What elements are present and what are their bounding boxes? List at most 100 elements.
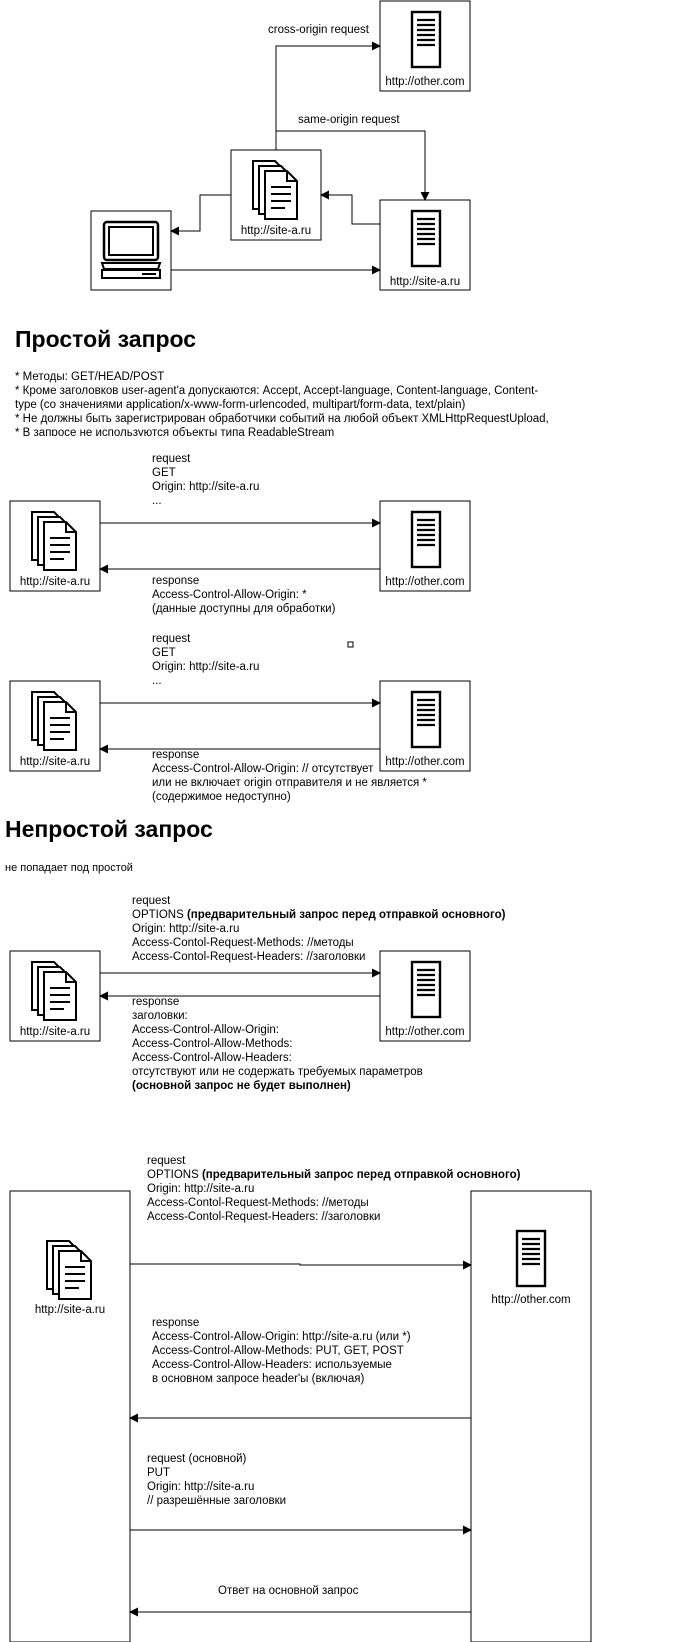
text-line: Access-Contol-Request-Methods: //методы	[147, 1197, 369, 1209]
server-icon	[410, 690, 442, 749]
text-line: Origin: http://site-a.ru	[132, 923, 240, 935]
documents-icon	[46, 1240, 92, 1300]
client-pc-box	[90, 210, 172, 291]
request-note: (предварительный запрос перед отправкой …	[186, 909, 506, 921]
text-line: Access-Control-Allow-Origin: // отсутств…	[152, 763, 374, 775]
nonsimple-title: Непростой запрос	[5, 816, 213, 842]
text-line: Origin: http://site-a.ru	[147, 1183, 255, 1195]
simple-example-1	[9, 500, 471, 592]
text-line: Access-Contol-Request-Methods: //методы	[132, 937, 354, 949]
text-line: Access-Control-Allow-Origin:	[132, 1024, 279, 1036]
text-line: заголовки:	[132, 1010, 188, 1022]
final-response-label: Ответ на основной запрос	[218, 1585, 359, 1597]
text-line: GET	[152, 467, 176, 479]
client-box	[9, 680, 101, 772]
nonsimple1-response-text: response заголовки: Access-Control-Allow…	[132, 995, 423, 1093]
text-line: response	[152, 575, 200, 587]
same-origin-label: same-origin request	[298, 114, 400, 126]
text-line: или не включает origin отправителя и не …	[152, 777, 427, 789]
request-method: OPTIONS	[132, 909, 184, 921]
simple-title: Простой запрос	[15, 326, 197, 352]
text-line: request	[152, 633, 191, 645]
text-line: отсутствуют или не содержать требуемых п…	[132, 1066, 423, 1078]
text-line: response	[152, 1317, 200, 1329]
rule-line: * Методы: GET/HEAD/POST	[15, 371, 165, 383]
nonsimple-subtitle: не попадает под простой	[5, 862, 133, 874]
documents-icon	[31, 691, 77, 751]
simple-rules: * Методы: GET/HEAD/POST * Кроме заголовк…	[15, 370, 549, 436]
cross-origin-label: cross-origin request	[268, 24, 369, 36]
request-note: (предварительный запрос перед отправкой …	[201, 1169, 521, 1181]
text-line: OPTIONS (предварительный запрос перед от…	[147, 1168, 520, 1182]
simple2-server-label: http://other.com	[385, 756, 465, 768]
client-box	[9, 500, 101, 592]
nonsimple2-client-label: http://site-a.ru	[34, 1304, 106, 1316]
text-line: PUT	[147, 1467, 170, 1479]
nonsimple2-request-text: request OPTIONS (предварительный запрос …	[147, 1154, 520, 1224]
text-line: (содержимое недоступно)	[152, 791, 291, 803]
text-line: Access-Control-Allow-Headers:	[132, 1052, 292, 1064]
nonsimple2-response-text: response Access-Control-Allow-Origin: ht…	[152, 1316, 411, 1386]
server-icon	[515, 1229, 547, 1288]
text-line: Origin: http://site-a.ru	[152, 661, 260, 673]
text-line: request (основной)	[147, 1453, 247, 1465]
text-line: (основной запрос не будет выполнен)	[132, 1080, 351, 1092]
server-to-page-arrow	[320, 190, 380, 225]
nonsimple1-client-label: http://site-a.ru	[19, 1026, 91, 1038]
rule-line: * В запросе не используются объекты типа…	[15, 427, 335, 436]
text-line: Access-Control-Allow-Methods: PUT, GET, …	[152, 1345, 404, 1357]
simple1-client-label: http://site-a.ru	[19, 576, 91, 588]
text-line: ...	[152, 675, 162, 687]
text-line: Access-Contol-Request-Headers: //заголов…	[147, 1211, 381, 1223]
text-line: OPTIONS (предварительный запрос перед от…	[132, 908, 505, 922]
server-lifeline	[470, 1190, 592, 1642]
text-line: response	[132, 996, 180, 1008]
text-line: request	[147, 1155, 186, 1167]
text-line: в основном запросе header'ы (включая)	[152, 1373, 365, 1385]
simple2-client-label: http://site-a.ru	[19, 756, 91, 768]
nonsimple1-server-label: http://other.com	[385, 1026, 465, 1038]
nonsimple1-request-text: request OPTIONS (предварительный запрос …	[132, 894, 505, 964]
text-line: GET	[152, 647, 176, 659]
rule-line: * Кроме заголовков user-agent'a допускаю…	[15, 385, 539, 397]
simple2-response-text: response Access-Control-Allow-Origin: //…	[152, 748, 427, 804]
server-icon	[410, 510, 442, 569]
preflight-request-arrow	[130, 1260, 472, 1270]
documents-icon	[31, 511, 77, 571]
text-line: Access-Control-Allow-Headers: используем…	[152, 1359, 392, 1371]
simple-example-2	[9, 680, 471, 772]
computer-icon	[100, 220, 162, 280]
simple1-response-text: response Access-Control-Allow-Origin: * …	[152, 574, 335, 616]
simple2-request-text: request GET Origin: http://site-a.ru ...	[152, 632, 259, 688]
text-line: response	[152, 749, 200, 761]
server-box	[379, 680, 471, 772]
text-line: Access-Control-Allow-Origin: *	[152, 589, 307, 601]
nonsimple2-server-label: http://other.com	[491, 1294, 571, 1306]
documents-icon	[252, 160, 298, 220]
text-line: Access-Control-Allow-Methods:	[132, 1038, 293, 1050]
text-line: ...	[152, 495, 162, 507]
text-line: request	[132, 895, 171, 907]
simple1-server-label: http://other.com	[385, 576, 465, 588]
text-line: (данные доступны для обработки)	[152, 603, 336, 615]
site-page-label: http://site-a.ru	[240, 225, 312, 237]
server-icon	[410, 10, 442, 69]
same-origin-arrow	[276, 130, 430, 201]
top-diagram	[90, 0, 471, 291]
documents-icon	[31, 961, 77, 1021]
text-line: request	[152, 453, 191, 465]
server-icon	[410, 209, 442, 268]
site-server-label: http://site-a.ru	[389, 276, 461, 288]
cross-origin-arrow	[275, 41, 381, 150]
text-line: Origin: http://site-a.ru	[152, 481, 260, 493]
rule-line: * Не должны быть зарегистрирован обработ…	[15, 413, 549, 425]
text-line: Access-Control-Allow-Origin: http://site…	[152, 1331, 411, 1343]
text-line: // разрешённые заголовки	[147, 1495, 287, 1507]
simple1-request-text: request GET Origin: http://site-a.ru ...	[152, 452, 259, 508]
nonsimple2-main-request-text: request (основной) PUT Origin: http://si…	[147, 1452, 286, 1508]
stray-handle	[347, 641, 354, 648]
server-box	[379, 500, 471, 592]
nonsimple-example-1	[9, 950, 471, 1042]
request-method: OPTIONS	[147, 1169, 199, 1181]
